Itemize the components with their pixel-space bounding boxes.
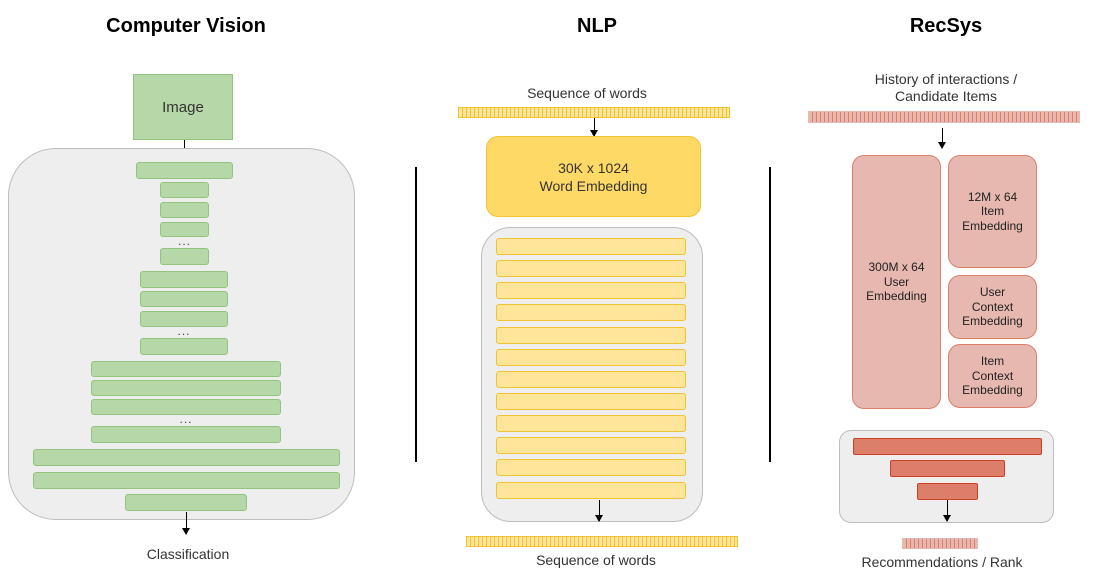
cv-layer (33, 472, 340, 489)
recsys-output-sequence (902, 538, 978, 549)
transformer-layer (496, 393, 686, 410)
nlp-output-arrow (595, 500, 603, 522)
transformer-layer (496, 349, 686, 366)
cv-title: Computer Vision (106, 15, 266, 37)
mlp-output-layer (917, 483, 978, 500)
cv-layer (33, 449, 340, 466)
cv-ellipsis: ... (179, 412, 193, 426)
user-embedding-type: User (883, 274, 910, 289)
transformer-layer (496, 260, 686, 277)
recsys-title: RecSys (909, 15, 983, 37)
word-embedding-box: 30K x 1024 Word Embedding (486, 136, 701, 217)
recsys-input-arrow (938, 128, 946, 149)
image-input-label: Image (162, 98, 204, 116)
recsys-input-label-line1: History of interactions / (874, 71, 1018, 87)
user-context-line2: Context (971, 299, 1014, 314)
user-context-embedding-box: User Context Embedding (948, 275, 1037, 339)
nlp-input-label: Sequence of words (527, 85, 647, 101)
cv-ellipsis: ... (177, 324, 191, 338)
section-divider-left (415, 167, 417, 462)
transformer-layer (496, 415, 686, 432)
mlp-layer (890, 460, 1005, 477)
item-embedding-label: Embedding (962, 218, 1023, 233)
transformer-layer (496, 327, 686, 344)
item-context-embedding-box: Item Context Embedding (948, 344, 1037, 408)
word-embedding-size: 30K x 1024 (558, 159, 629, 176)
item-context-line2: Context (971, 368, 1014, 383)
nlp-title: NLP (577, 15, 617, 37)
cv-output-arrow (182, 512, 190, 535)
transformer-layer (496, 238, 686, 255)
item-context-line3: Embedding (962, 383, 1023, 398)
transformer-layer (496, 482, 686, 499)
cv-layer (160, 182, 209, 198)
nlp-output-sequence (466, 536, 738, 547)
cv-layer (140, 271, 228, 288)
cv-layer (91, 426, 281, 443)
item-embedding-box: 12M x 64 Item Embedding (948, 155, 1037, 268)
cv-layer (91, 361, 281, 377)
cv-layer (160, 248, 209, 265)
cv-output-label: Classification (146, 546, 230, 562)
item-embedding-type: Item (980, 204, 1005, 219)
nlp-input-sequence (458, 107, 730, 118)
cv-layer (91, 380, 281, 396)
user-embedding-box: 300M x 64 User Embedding (852, 155, 941, 409)
cv-layer (160, 222, 209, 237)
cv-layer (140, 338, 228, 355)
cv-layer (160, 202, 209, 218)
cv-layer (136, 162, 233, 179)
transformer-layer (496, 282, 686, 299)
user-embedding-size: 300M x 64 (868, 260, 925, 275)
transformer-layer (496, 437, 686, 454)
cv-layer (91, 399, 281, 415)
image-input-box: Image (133, 74, 233, 140)
recsys-output-label: Recommendations / Rank (861, 554, 1023, 570)
transformer-layer (496, 371, 686, 388)
mlp-layer (853, 438, 1042, 455)
recsys-output-arrow (943, 500, 951, 522)
item-context-line1: Item (980, 354, 1005, 369)
transformer-layer (496, 459, 686, 476)
recsys-input-label: History of interactions / Candidate Item… (826, 71, 1066, 105)
word-embedding-label: Word Embedding (539, 177, 648, 194)
transformer-layer (496, 304, 686, 321)
item-embedding-size: 12M x 64 (967, 189, 1018, 204)
user-embedding-label: Embedding (866, 289, 927, 304)
cv-ellipsis: ... (177, 234, 191, 248)
recsys-input-label-line2: Candidate Items (895, 88, 997, 104)
section-divider-right (769, 167, 771, 462)
nlp-output-label: Sequence of words (536, 552, 656, 568)
cv-layer (140, 291, 228, 307)
recsys-input-sequence (808, 111, 1080, 123)
cv-layer (140, 311, 228, 327)
nlp-input-arrow (590, 118, 598, 137)
user-context-line1: User (979, 285, 1006, 300)
cv-output-layer (125, 494, 247, 511)
user-context-line3: Embedding (962, 314, 1023, 329)
